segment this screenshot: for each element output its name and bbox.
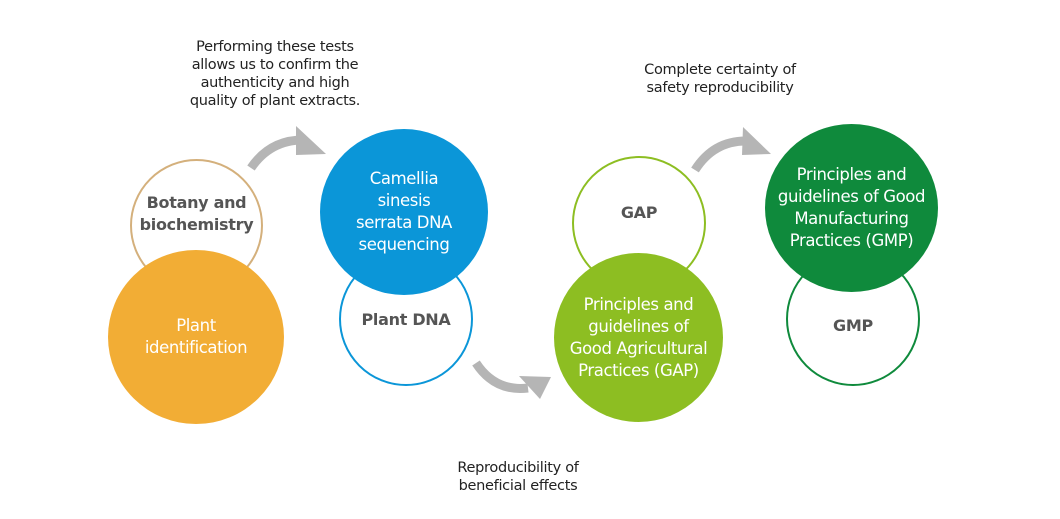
label-plant-identification: Plant identification [144,316,248,357]
arrow-head [296,126,326,155]
label-gmp-principles: Principles and guidelines of Good Manufa… [777,165,926,250]
arrow-shaft [691,136,749,173]
circle-plant-identification: Plant identification [108,250,284,424]
circle-gap-principles: Principles and guidelines of Good Agricu… [554,253,723,422]
caption-beneficial: Reproducibility of beneficial effects [457,460,579,494]
label-gmp: GMP [833,316,873,335]
label-gap-principles: Principles and guidelines of Good Agricu… [569,294,708,380]
arrow-shaft [247,135,304,171]
label-gap: GAP [620,203,658,222]
caption-authenticity: Performing these tests allows us to conf… [189,39,361,109]
label-botany-biochemistry: Botany and biochemistry [139,192,254,234]
arrow-plantdna-to-gap [472,360,551,399]
label-dna-sequencing: Camellia sinesis serrata DNA sequencing [356,169,452,254]
arrow-gap-to-gmp [691,127,771,173]
circle-dna-sequencing: Camellia sinesis serrata DNA sequencing [320,129,488,295]
arrow-botany-to-dna [247,126,326,171]
label-plant-dna: Plant DNA [361,310,451,329]
arrow-head [742,127,771,155]
circle-gmp-principles: Principles and guidelines of Good Manufa… [765,124,938,292]
arrow-head [519,376,551,399]
caption-safety: Complete certainty of safety reproducibi… [644,62,796,96]
arrow-shaft [472,360,529,393]
